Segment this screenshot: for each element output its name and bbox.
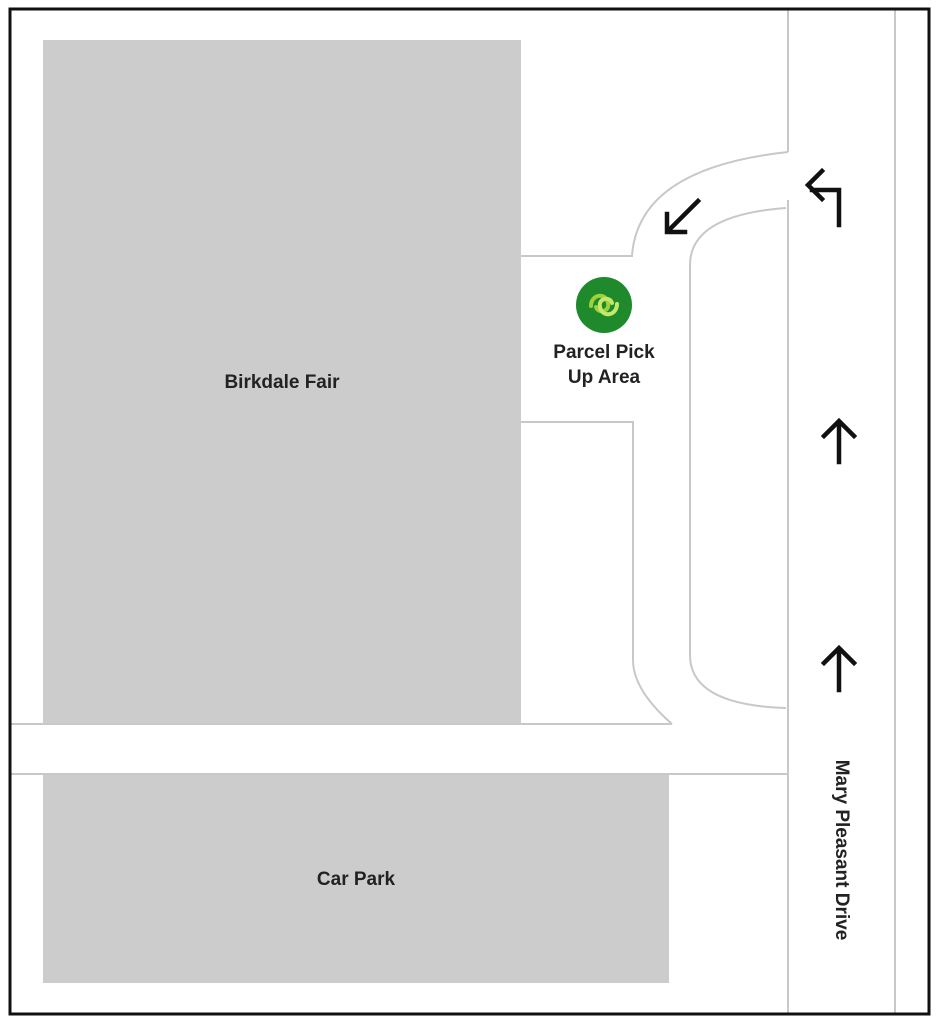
direction-arrows [664, 167, 858, 693]
left-turn-arrow-icon [804, 167, 842, 228]
street-label: Mary Pleasant Drive [831, 760, 852, 941]
road-edges [10, 10, 896, 1013]
car-park-area [43, 775, 669, 983]
birkdale-fair-label: Birkdale Fair [224, 372, 340, 393]
diagonal-arrow-icon [664, 197, 702, 235]
pickup-label-line1: Parcel Pick [553, 342, 655, 363]
birkdale-fair-building [43, 40, 521, 724]
pickup-label-line2: Up Area [568, 367, 641, 388]
map-frame [8, 7, 931, 1016]
up-arrow-icon [820, 644, 858, 693]
woolworths-logo-icon [576, 277, 632, 333]
up-arrow-icon [820, 417, 858, 465]
car-park-label: Car Park [317, 869, 396, 890]
